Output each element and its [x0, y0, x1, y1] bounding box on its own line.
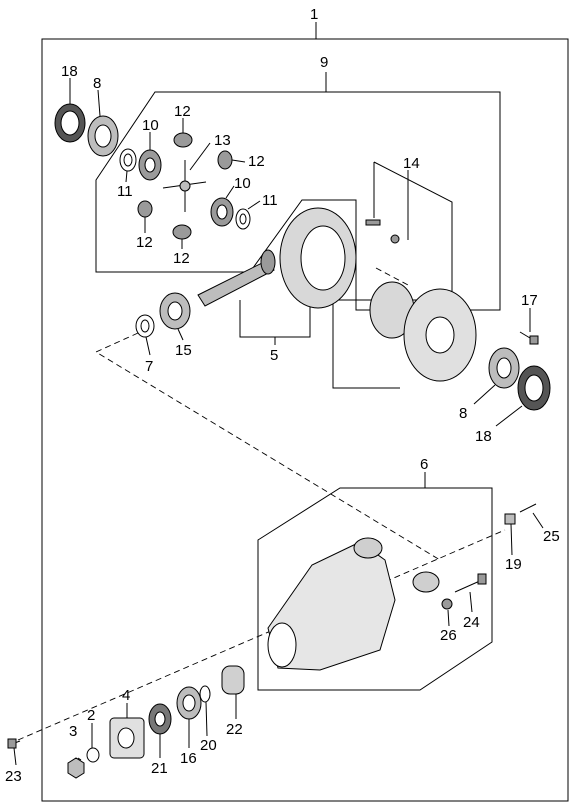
- side-gear-10-right: [210, 197, 234, 227]
- callout-24: 24: [463, 614, 480, 631]
- companion-flange-4: [109, 717, 145, 759]
- callout-4: 4: [122, 687, 130, 704]
- callout-25: 25: [543, 528, 560, 545]
- alignment-dash-upper: [95, 332, 441, 561]
- ring-20: [199, 685, 211, 703]
- callout-22: 22: [226, 721, 243, 738]
- bolt-23: [7, 738, 21, 749]
- callout-8-top: 8: [93, 75, 101, 92]
- bearing-8-top: [87, 115, 119, 157]
- oil-seal-21: [148, 703, 172, 735]
- callout-21: 21: [151, 760, 168, 777]
- oil-seal-18-top: [54, 103, 86, 143]
- shim-7: [135, 314, 155, 338]
- callout-23: 23: [5, 768, 22, 785]
- washer-26: [441, 598, 453, 610]
- callout-17: 17: [521, 292, 538, 309]
- callout-6: 6: [420, 456, 428, 473]
- subassembly-6-outline: [257, 487, 493, 691]
- bolt-25: [519, 503, 537, 513]
- callout-15: 15: [175, 342, 192, 359]
- callout-20: 20: [200, 737, 217, 754]
- callout-10-left: 10: [142, 117, 159, 134]
- bracket-5: [239, 300, 311, 338]
- callout-8-right: 8: [459, 405, 467, 422]
- pinion-12-top: [173, 132, 193, 148]
- pinion-12-bottom: [172, 224, 192, 240]
- washer-2: [86, 747, 100, 763]
- washer-11-left: [119, 148, 137, 172]
- pinion-12-left: [137, 200, 153, 218]
- callout-13: 13: [214, 132, 231, 149]
- alignment-dash-lower: [17, 529, 506, 741]
- callout-12-left: 12: [136, 234, 153, 251]
- callout-2: 2: [87, 707, 95, 724]
- bearing-15: [159, 292, 191, 330]
- callout-12-right: 12: [248, 153, 265, 170]
- callout-12-bottom: 12: [173, 250, 190, 267]
- callout-12-top: 12: [174, 103, 191, 120]
- washer-11-right: [235, 208, 251, 230]
- bearing-8-right: [488, 347, 520, 389]
- clip-19: [504, 513, 516, 525]
- bearing-16: [176, 686, 202, 720]
- nut-3: [67, 757, 85, 779]
- callout-11-left: 11: [117, 183, 133, 200]
- callout-11-right: 11: [262, 192, 278, 209]
- callout-18-top: 18: [61, 63, 78, 80]
- side-gear-10-left: [138, 149, 162, 181]
- callout-1: 1: [310, 6, 318, 23]
- callout-18-right: 18: [475, 428, 492, 445]
- ring-gear-5: [279, 207, 357, 309]
- carrier-housing-6: [267, 537, 440, 671]
- callout-14: 14: [403, 155, 420, 172]
- subassembly-9-outline: [95, 91, 501, 311]
- diff-case-14: [365, 219, 477, 382]
- pinion-12-right: [217, 150, 233, 170]
- bolt-17: [519, 331, 539, 345]
- spider-13: [162, 160, 207, 212]
- drive-pinion-5: [197, 249, 276, 307]
- callout-labels: 1 9 18 8 12 10 13 12 11 10 11 12 12 14 1…: [5, 6, 560, 785]
- leader-lines: [13, 78, 544, 766]
- callout-16: 16: [180, 750, 197, 767]
- callout-3: 3: [69, 723, 77, 740]
- oil-seal-18-right: [517, 365, 551, 411]
- callout-26: 26: [440, 627, 457, 644]
- callout-9: 9: [320, 54, 328, 71]
- callout-7: 7: [145, 358, 153, 375]
- callout-19: 19: [505, 556, 522, 573]
- spacer-22: [221, 665, 245, 695]
- bolt-24: [454, 573, 487, 593]
- assembly-frame: [41, 38, 569, 802]
- callout-10-right: 10: [234, 175, 251, 192]
- callout-5: 5: [270, 347, 278, 364]
